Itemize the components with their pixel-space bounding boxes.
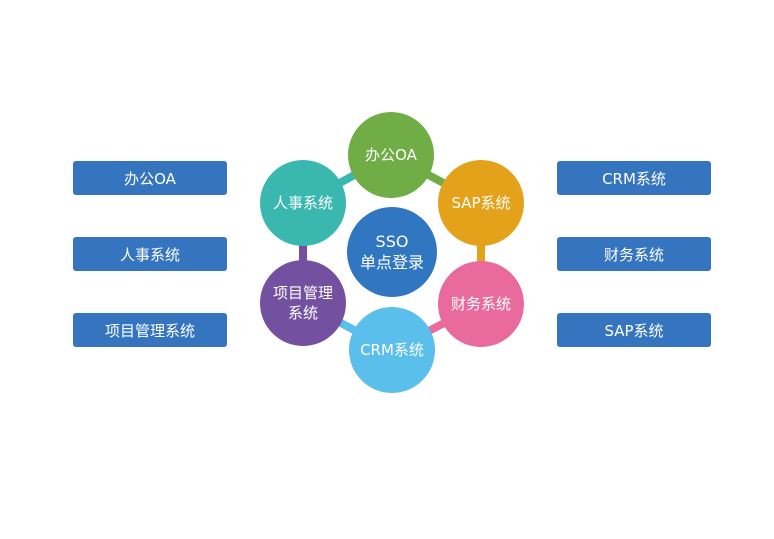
node-label-line1: 项目管理 — [272, 284, 334, 302]
node-label-crm: CRM系统 — [360, 340, 424, 360]
node-label-line2: 系统 — [287, 304, 319, 322]
node-label-project: 项目管理系统 — [273, 283, 333, 323]
node-circle-crm — [349, 307, 435, 393]
node-label-line1: 财务系统 — [450, 295, 512, 313]
hub-line1: SSO — [375, 232, 409, 251]
hub-line2: 单点登录 — [359, 253, 425, 272]
right-item-label: CRM系统 — [602, 169, 666, 188]
right-item-finance: 财务系统 — [557, 237, 711, 271]
left-item-hr: 人事系统 — [73, 237, 227, 271]
node-label-oa: 办公OA — [365, 145, 417, 165]
node-circle-finance — [438, 261, 524, 347]
node-label-line1: SAP系统 — [451, 194, 511, 212]
node-label-line1: 办公OA — [365, 146, 417, 164]
right-item-sap: SAP系统 — [557, 313, 711, 347]
right-item-label: 财务系统 — [603, 245, 664, 264]
right-item-label: SAP系统 — [604, 321, 664, 340]
node-label-hr: 人事系统 — [273, 193, 333, 213]
sso-hub-label: SSO 单点登录 — [360, 231, 424, 273]
left-item-label: 人事系统 — [119, 245, 180, 264]
node-label-line1: CRM系统 — [360, 341, 424, 359]
right-item-crm: CRM系统 — [557, 161, 711, 195]
node-label-finance: 财务系统 — [451, 294, 511, 314]
node-circle-sap — [438, 160, 524, 246]
sso-hub-circle — [347, 207, 437, 297]
node-label-line1: 人事系统 — [272, 194, 334, 212]
left-item-label: 办公OA — [124, 169, 176, 188]
node-label-sap: SAP系统 — [451, 193, 510, 213]
node-circle-oa — [348, 112, 434, 198]
ring-nodes — [260, 112, 524, 393]
left-item-project: 项目管理系统 — [73, 313, 227, 347]
node-circle-hr — [260, 160, 346, 246]
node-circle-project — [260, 260, 346, 346]
left-item-oa: 办公OA — [73, 161, 227, 195]
left-item-label: 项目管理系统 — [104, 321, 195, 340]
